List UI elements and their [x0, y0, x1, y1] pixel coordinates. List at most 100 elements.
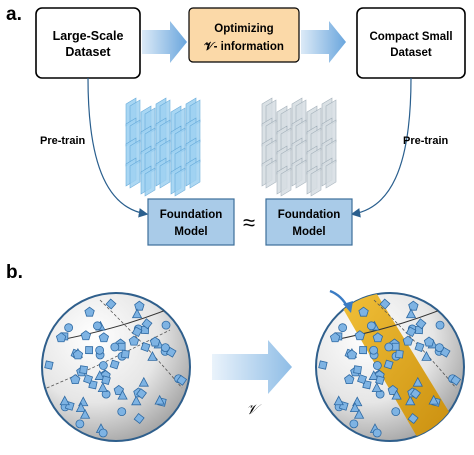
data-point-shape — [359, 346, 368, 355]
neural-network-icon — [261, 97, 337, 197]
sphere-icon — [41, 292, 191, 442]
optimizing-v-information-box: Optimizing 𝒱- information — [188, 7, 300, 63]
pretrain-left-label: Pre-train — [40, 135, 86, 147]
data-point-shape — [410, 388, 421, 400]
data-point-shape — [94, 370, 105, 380]
network-layer — [265, 159, 277, 189]
data-point-shape — [105, 298, 117, 310]
data-point-shape — [70, 374, 81, 385]
data-point-shape — [369, 345, 379, 355]
network-layer — [280, 167, 292, 197]
data-point-shape — [136, 388, 147, 400]
data-point-shape — [55, 332, 67, 343]
data-point-shape — [387, 384, 399, 395]
data-point-shape — [434, 343, 444, 353]
data-point-shape — [358, 306, 369, 317]
data-point-shape — [138, 376, 149, 387]
data-point-shape — [371, 382, 382, 392]
data-point-shape — [131, 395, 142, 406]
data-point-shape — [44, 360, 54, 370]
pretrain-right-label: Pre-train — [403, 135, 449, 147]
data-point-shape — [98, 332, 110, 343]
data-point-shape — [357, 374, 368, 385]
curved-arrow-icon — [350, 77, 412, 218]
data-point-shape — [154, 394, 165, 405]
data-point-shape — [141, 318, 153, 330]
large-scale-dataset-box: Large-Scale Dataset — [35, 7, 141, 79]
foundation-model-left-box: Foundation Model — [147, 198, 235, 246]
data-point-shape — [149, 336, 161, 347]
right-arrow-icon — [301, 21, 346, 63]
data-point-shape — [95, 345, 105, 355]
data-point-shape — [353, 365, 362, 375]
data-point-shape — [435, 320, 445, 330]
data-point-shape — [161, 320, 171, 330]
data-point-shape — [372, 428, 382, 438]
network-layer — [325, 159, 337, 189]
data-point-shape — [140, 341, 151, 352]
data-point-shape — [415, 318, 427, 330]
data-point-shape — [329, 332, 341, 343]
data-point-shape — [160, 343, 170, 353]
large-scale-dataset-line1: Large-Scale — [53, 29, 124, 43]
data-point-shape — [113, 384, 125, 395]
optimizing-line1: Optimizing — [214, 23, 273, 35]
data-point-shape — [368, 370, 379, 380]
data-point-shape — [84, 306, 95, 317]
data-point-shape — [421, 351, 432, 361]
data-point-shape — [133, 413, 145, 425]
data-point-shape — [101, 375, 111, 385]
data-point-shape — [117, 407, 127, 417]
data-point-shape — [79, 365, 88, 375]
data-point-shape — [85, 346, 94, 355]
data-point-shape — [383, 359, 394, 370]
data-point-shape — [391, 389, 402, 400]
network-layer — [174, 167, 186, 197]
panel-b-label: b. — [6, 262, 23, 283]
data-point-shape — [128, 335, 140, 346]
data-point-shape — [75, 419, 85, 429]
data-point-shape — [353, 408, 365, 419]
data-point-shape — [318, 360, 328, 370]
data-point-shape — [92, 321, 102, 331]
foundation-model-right-box: Foundation Model — [265, 198, 353, 246]
data-point-shape — [384, 342, 394, 352]
foundation-model-right-line1: Foundation — [278, 209, 341, 221]
data-point-shape — [349, 402, 361, 413]
data-point-shape — [423, 336, 435, 347]
sphere-icon — [315, 292, 465, 442]
data-point-shape — [134, 300, 145, 311]
data-point-shape — [147, 351, 158, 361]
network-layer — [310, 167, 322, 197]
data-point-shape — [98, 428, 108, 438]
compact-small-dataset-box: Compact Small Dataset — [356, 7, 466, 79]
data-point-shape — [414, 341, 425, 352]
data-point-shape — [98, 361, 108, 370]
data-point-shape — [80, 330, 92, 341]
data-point-shape — [117, 389, 128, 400]
network-layer — [295, 159, 307, 189]
approx-symbol: ≈ — [243, 210, 255, 235]
data-point-shape — [405, 308, 417, 319]
data-point-shape — [121, 349, 130, 359]
data-point-shape — [72, 349, 84, 360]
data-point-shape — [131, 326, 143, 338]
data-point-shape — [372, 361, 382, 370]
data-point-shape — [354, 330, 366, 341]
pointer-arrow-head — [343, 301, 353, 313]
data-point-shape — [349, 419, 359, 429]
curved-arrow-icon — [87, 77, 149, 218]
large-scale-dataset-line2: Dataset — [65, 45, 111, 59]
data-point-shape — [97, 382, 108, 392]
network-layer — [129, 159, 141, 189]
compact-small-dataset-line2: Dataset — [390, 47, 432, 59]
data-point-shape — [405, 395, 416, 406]
network-layer — [144, 167, 156, 197]
data-point-shape — [109, 359, 120, 370]
data-point-shape — [379, 298, 391, 310]
data-point-shape — [338, 323, 348, 333]
data-point-shape — [59, 395, 70, 406]
compact-small-dataset-line1: Compact Small — [369, 31, 452, 43]
